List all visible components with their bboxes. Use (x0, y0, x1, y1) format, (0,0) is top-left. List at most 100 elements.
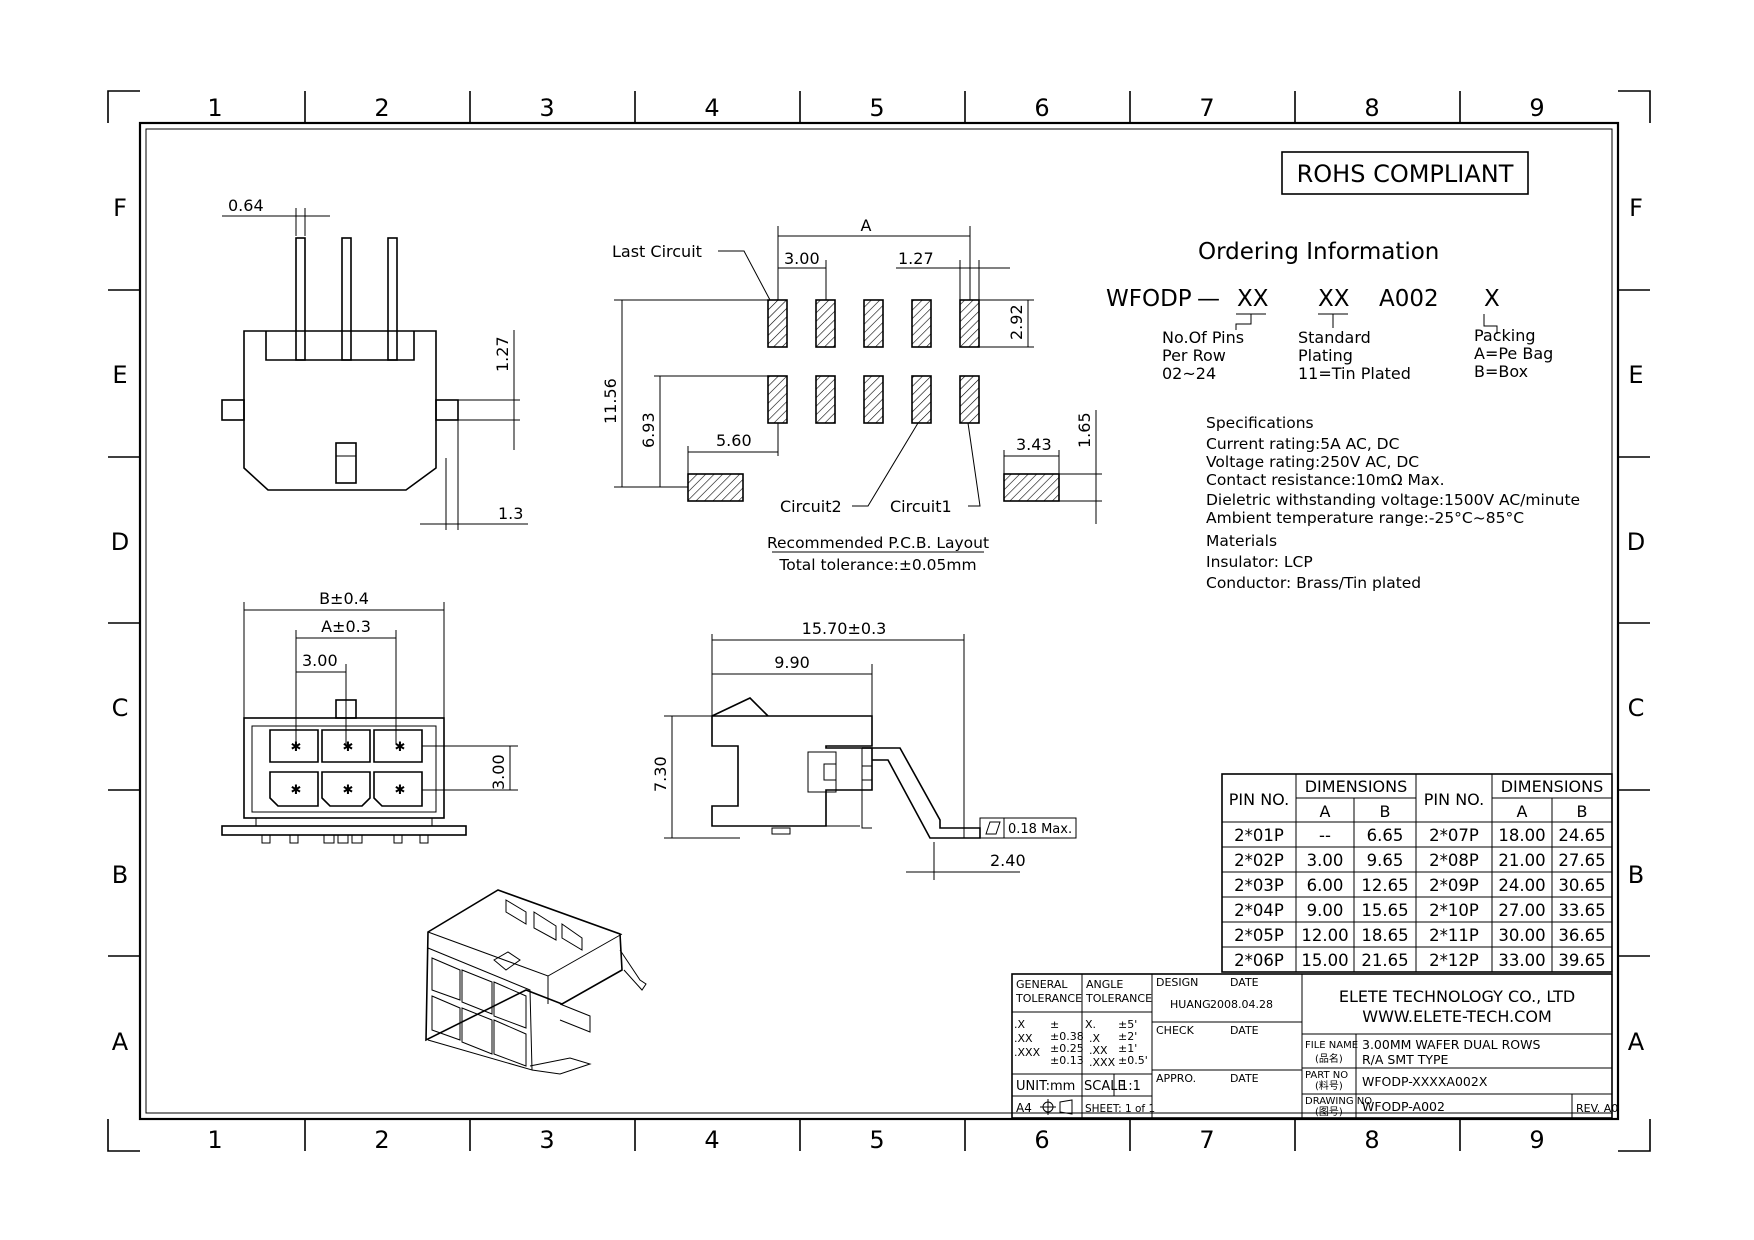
table-row: 2*11P (1429, 926, 1479, 945)
design-label: DESIGN (1156, 976, 1198, 989)
pins-line-2: Per Row (1162, 346, 1226, 365)
dim-front-a: A±0.3 (321, 617, 371, 636)
col-label-8-bottom: 8 (1364, 1126, 1379, 1154)
col-label-2: 2 (374, 94, 389, 122)
col-label-9: 9 (1529, 94, 1544, 122)
row-label-c: C (112, 694, 129, 722)
isometric-view (425, 889, 647, 1075)
designer-name: HUANG (1170, 998, 1211, 1011)
table-cell: 24.65 (1558, 826, 1605, 845)
table-cell: 12.00 (1301, 926, 1348, 945)
pcb-layout: A 3.00 1.27 2.92 11.56 6.93 5.60 3.43 (601, 216, 1102, 574)
tol-v3: ±0.25 (1050, 1042, 1084, 1055)
flatness-value: 0.18 Max. (1008, 822, 1072, 837)
dim-side-13: 1.3 (498, 504, 523, 523)
col-label-9-bottom: 9 (1529, 1126, 1544, 1154)
svg-text:✱: ✱ (291, 783, 302, 798)
row-label-f: F (113, 194, 127, 222)
table-row: 2*07P (1429, 826, 1479, 845)
dim-pcb-560: 5.60 (716, 431, 752, 450)
row-label-d: D (111, 528, 129, 556)
col-label-6-bottom: 6 (1034, 1126, 1049, 1154)
col-label-8: 8 (1364, 94, 1379, 122)
spec-line-5: Ambient temperature range:-25°C~85°C (1206, 509, 1524, 527)
tol-v1: ± (1050, 1018, 1059, 1031)
ang-xx: .X (1089, 1032, 1100, 1045)
dim-profile-1570: 15.70±0.3 (802, 619, 887, 638)
col-label-4: 4 (704, 94, 719, 122)
table-row: 2*06P (1234, 951, 1284, 970)
dim-front-300b: 3.00 (489, 754, 508, 790)
col-label-1-bottom: 1 (207, 1126, 222, 1154)
specifications: Specifications Current rating:5A AC, DC … (1206, 414, 1580, 592)
col-label-7-bottom: 7 (1199, 1126, 1214, 1154)
dim-pcb-127: 1.27 (898, 249, 934, 268)
code-dash: — (1197, 286, 1220, 312)
table-cell: 27.00 (1498, 901, 1545, 920)
dim-pcb-292: 2.92 (1007, 304, 1026, 340)
check-date-label: DATE (1230, 1024, 1259, 1037)
angle-tolerance-1: ANGLE (1086, 978, 1123, 991)
col-label-4-bottom: 4 (704, 1126, 719, 1154)
revision: REV. A0 (1576, 1102, 1618, 1115)
table-row: 2*05P (1234, 926, 1284, 945)
table-cell: 30.65 (1558, 876, 1605, 895)
dim-front-b: B±0.4 (319, 589, 369, 608)
title-block: GENERAL TOLERANCE ANGLE TOLERANCE .X .XX… (1011, 973, 1618, 1119)
col-label-3: 3 (539, 94, 554, 122)
table-cell: 18.00 (1498, 826, 1545, 845)
pin-header-right: PIN NO. (1424, 790, 1484, 809)
company-name: ELETE TECHNOLOGY CO., LTD (1339, 987, 1575, 1006)
scale-label: SCALE (1084, 1079, 1126, 1094)
scale-value: 1:1 (1120, 1079, 1141, 1094)
general-tolerance-2: TOLERANCE (1015, 992, 1082, 1005)
part-number: WFODP-XXXXA002X (1362, 1074, 1488, 1089)
table-cell: 3.00 (1307, 851, 1344, 870)
design-date-label: DATE (1230, 976, 1259, 989)
row-label-e-right: E (1628, 361, 1643, 389)
spec-title: Specifications (1206, 414, 1314, 432)
code-suffix: A002 (1379, 286, 1439, 312)
row-label-c-right: C (1628, 694, 1645, 722)
col-label-6: 6 (1034, 94, 1049, 122)
general-tolerance-1: GENERAL (1016, 978, 1068, 991)
table-row: 2*03P (1234, 876, 1284, 895)
rohs-box (1281, 151, 1529, 195)
plating-line-2: Plating (1298, 346, 1353, 365)
pins-line-1: No.Of Pins (1162, 328, 1244, 347)
table-cell: 15.00 (1301, 951, 1348, 970)
rohs-label: ROHS COMPLIANT (1297, 160, 1514, 188)
ang-xxx: .XX (1089, 1044, 1108, 1057)
code-pack: X (1484, 286, 1500, 312)
angle-tolerance-2: TOLERANCE (1085, 992, 1152, 1005)
table-cell: 21.00 (1498, 851, 1545, 870)
pin-table: PIN NO. DIMENSIONS A B PIN NO. DIMENSION… (1221, 773, 1613, 973)
label-circuit1: Circuit1 (890, 497, 952, 516)
material-1: Insulator: LCP (1206, 553, 1313, 571)
appro-date-label: DATE (1230, 1072, 1259, 1085)
packing-line-3: B=Box (1474, 362, 1528, 381)
dim-pcb-693: 6.93 (639, 412, 658, 448)
table-cell: 24.00 (1498, 876, 1545, 895)
profile-view: 15.70±0.3 9.90 7.30 2.40 0.18 Max. (651, 619, 1077, 880)
dim-side-127: 1.27 (493, 336, 512, 372)
table-cell: 6.65 (1367, 826, 1404, 845)
dim-pcb-a: A (861, 216, 872, 235)
ang-v1: ±5' (1118, 1018, 1137, 1031)
table-row: 2*09P (1429, 876, 1479, 895)
table-row: 2*08P (1429, 851, 1479, 870)
table-cell: 12.65 (1361, 876, 1408, 895)
b-header-right: B (1577, 802, 1588, 821)
table-cell: 39.65 (1558, 951, 1605, 970)
tol-v2: ±0.38 (1050, 1030, 1084, 1043)
file-name-label: FILE NAME (1305, 1040, 1358, 1051)
col-label-7: 7 (1199, 94, 1214, 122)
svg-text:✱: ✱ (343, 783, 354, 798)
ordering-title: Ordering Information (1198, 239, 1439, 265)
drawing-number: WFODP-A002 (1362, 1099, 1445, 1114)
code-pins: XX (1237, 286, 1269, 312)
label-circuit2: Circuit2 (780, 497, 842, 516)
table-cell: 6.00 (1307, 876, 1344, 895)
col-label-1: 1 (207, 94, 222, 122)
row-label-a: A (112, 1028, 129, 1056)
